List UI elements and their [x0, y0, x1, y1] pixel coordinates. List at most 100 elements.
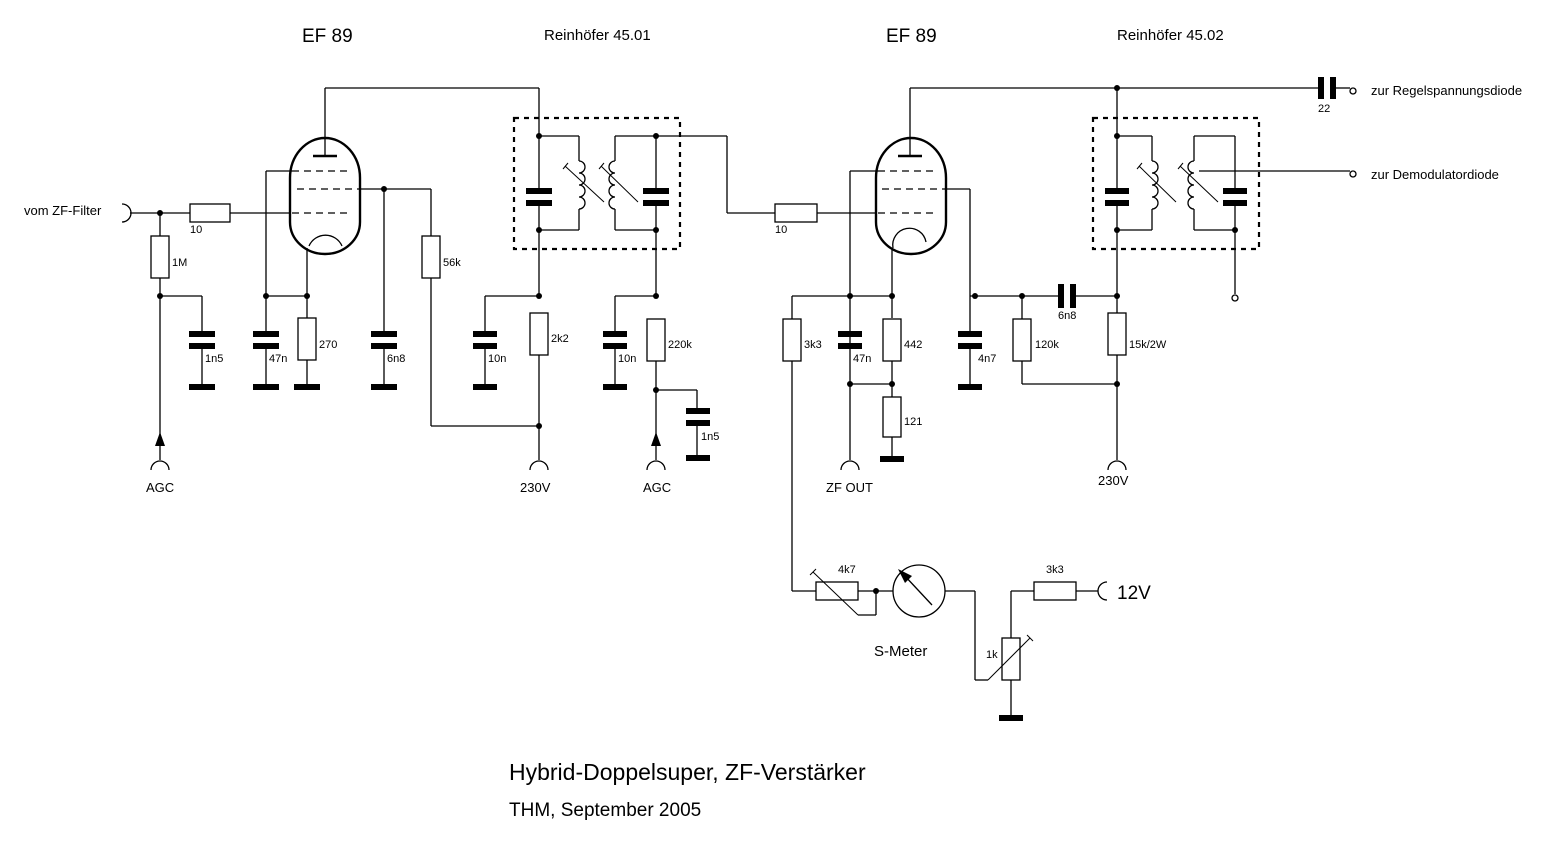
hv2-label: 230V [1098, 473, 1129, 488]
junction-dot [873, 588, 879, 594]
ground-symbol [189, 384, 215, 390]
ground-symbol [958, 384, 982, 390]
agc1-label: AGC [146, 480, 174, 495]
ground-symbol [253, 384, 279, 390]
label-r-1m: 1M [172, 257, 187, 269]
label-c-10n-a: 10n [488, 353, 506, 365]
hv1-label: 230V [520, 480, 551, 495]
label-c-6n8-a: 6n8 [387, 353, 405, 365]
resistor-3k3-a [782, 318, 802, 362]
diagram-title: Hybrid-Doppelsuper, ZF-Verstärker [509, 759, 866, 785]
header-tube2: EF 89 [886, 26, 937, 47]
resistor-2k2 [529, 312, 549, 356]
label-r-in: 10 [190, 224, 202, 236]
agc-arrow-icon [651, 432, 661, 446]
agc-arrow-icon [155, 432, 165, 446]
label-r-270: 270 [319, 339, 337, 351]
ground-symbol [371, 384, 397, 390]
resistor-56k [421, 235, 441, 279]
label-pot-4k7: 4k7 [838, 564, 856, 576]
capacitor-plate [603, 343, 627, 349]
resistor-270 [297, 317, 317, 361]
filter2-shield-box [1091, 116, 1261, 251]
label-r-120k: 120k [1035, 339, 1059, 351]
label-c-47n-a: 47n [269, 353, 287, 365]
capacitor-plate [473, 343, 497, 349]
diagram-author-date: THM, September 2005 [509, 800, 701, 821]
filter2-open-terminal[interactable] [1231, 294, 1239, 302]
junction-dot [847, 293, 853, 299]
demod-label: zur Demodulatordiode [1371, 167, 1499, 182]
v12-terminal-icon[interactable] [1097, 581, 1108, 601]
capacitor-10n-b [603, 331, 627, 337]
header-filter1: Reinhöfer 45.01 [544, 27, 651, 44]
label-r-442: 442 [904, 339, 922, 351]
capacitor-1n5-a [189, 331, 215, 337]
capacitor-plate [838, 343, 862, 349]
capacitor-1n5-b [686, 408, 710, 414]
filter2-tank [1105, 88, 1247, 313]
label-r-220k: 220k [668, 339, 692, 351]
capacitor-47n-b [838, 331, 862, 337]
junction-dot [304, 293, 310, 299]
label-c-6n8-b: 6n8 [1058, 310, 1076, 322]
resistor-3k3-b [1033, 581, 1077, 601]
input-terminal-label: vom ZF-Filter [24, 203, 102, 218]
hv2-terminal-icon[interactable] [1107, 460, 1127, 471]
label-pot-1k: 1k [986, 649, 998, 661]
capacitor-10n-a [473, 331, 497, 337]
capacitor-4n7 [958, 331, 982, 337]
agc1-terminal-icon[interactable] [150, 460, 170, 471]
zf-out-label: ZF OUT [826, 480, 873, 495]
capacitor-plate [1330, 77, 1336, 99]
tube-ef89-1 [288, 88, 362, 256]
zf-out-terminal-icon[interactable] [840, 460, 860, 471]
junction-dot [889, 381, 895, 387]
ground-symbol [473, 384, 497, 390]
agc2-terminal-icon[interactable] [646, 460, 666, 471]
filter1-tank [526, 133, 669, 296]
ground-symbol [603, 384, 627, 390]
resistor-220k [646, 318, 666, 362]
capacitor-22 [1318, 77, 1324, 99]
header-tube1: EF 89 [302, 26, 353, 47]
ground-symbol [880, 456, 904, 462]
label-c-10n-b: 10n [618, 353, 636, 365]
s-meter-gauge-icon [892, 564, 946, 618]
junction-dot [889, 293, 895, 299]
input-terminal-icon[interactable] [121, 203, 132, 223]
label-c-47n-b: 47n [853, 353, 871, 365]
label-r-15k: 15k/2W [1129, 339, 1167, 351]
capacitor-6n8-a [371, 331, 397, 337]
demod-terminal-icon[interactable] [1349, 170, 1357, 178]
s-meter-label: S-Meter [874, 643, 927, 660]
pot-wiper-tick [809, 568, 817, 576]
junction-dot [847, 381, 853, 387]
regel-terminal-icon[interactable] [1349, 87, 1357, 95]
ground-symbol [686, 455, 710, 461]
resistor-442 [882, 318, 902, 362]
capacitor-6n8-b [1058, 284, 1064, 308]
potentiometer-1k[interactable] [1001, 637, 1021, 681]
ground-symbol [999, 715, 1023, 721]
header-filter2: Reinhöfer 45.02 [1117, 27, 1224, 44]
junction-dot [263, 293, 269, 299]
label-r-3k3-a: 3k3 [804, 339, 822, 351]
label-r-2k2: 2k2 [551, 333, 569, 345]
potentiometer-4k7[interactable] [815, 581, 859, 601]
resistor-r-10-b [774, 203, 818, 223]
agc2-label: AGC [643, 480, 671, 495]
label-c-22: 22 [1318, 103, 1330, 115]
pot-wiper [812, 571, 859, 616]
ground-symbol [294, 384, 320, 390]
label-r-56k: 56k [443, 257, 461, 269]
resistor-120k [1012, 318, 1032, 362]
pot-wiper [987, 637, 1031, 681]
hv1-terminal-icon[interactable] [529, 460, 549, 471]
tube-ef89-2 [874, 88, 948, 256]
capacitor-plate [958, 343, 982, 349]
resistor-1m [150, 235, 170, 279]
capacitor-plate [253, 343, 279, 349]
label-r-3k3-b: 3k3 [1046, 564, 1064, 576]
